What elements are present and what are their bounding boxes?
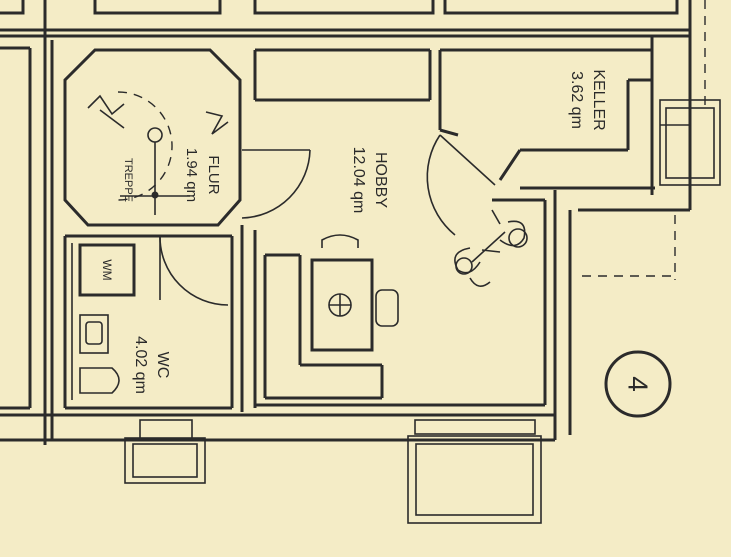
washing-machine-label: WM: [100, 259, 114, 280]
keller-area: 3.62 qm: [568, 71, 585, 129]
sink: [79, 314, 109, 354]
hobby-room-walls: [240, 48, 547, 412]
treppe-label: TREPPE: [122, 158, 134, 202]
wc-room-walls: [63, 234, 234, 410]
bicycle-icon: [454, 209, 528, 287]
keller-door: [426, 134, 496, 236]
left-room-partial: [0, 46, 32, 410]
flur-area: 1.94 qm: [183, 148, 200, 202]
chair-right: [375, 289, 399, 327]
washing-machine-box: [78, 243, 136, 297]
flur-door: [241, 149, 311, 219]
stair-enclosure: [63, 48, 242, 227]
keller-name: KELLER: [590, 69, 607, 130]
marker-number: 4: [623, 376, 654, 392]
flur-name: FLUR: [205, 155, 222, 194]
hobby-name: HOBBY: [372, 152, 389, 208]
chair-top: [321, 234, 359, 248]
keller-room-walls: [438, 0, 692, 212]
room-labels: KELLER 3.62 qm HOBBY 12.04 qm FLUR 1.94 …: [100, 69, 607, 394]
marker-circle: [604, 350, 672, 418]
outer-walls: [0, 0, 690, 445]
exterior-details: [582, 0, 721, 280]
wc-fixtures: [78, 243, 136, 394]
toilet: [79, 367, 120, 394]
hobby-table-group: [310, 234, 399, 352]
building-marker: 4: [604, 350, 672, 418]
hobby-table: [310, 258, 374, 352]
wc-area: 4.02 qm: [132, 336, 149, 394]
hobby-area: 12.04 qm: [350, 147, 367, 214]
wc-name: WC: [154, 352, 171, 379]
bottom-windows: [124, 419, 542, 524]
top-room-strip: [0, 0, 679, 15]
